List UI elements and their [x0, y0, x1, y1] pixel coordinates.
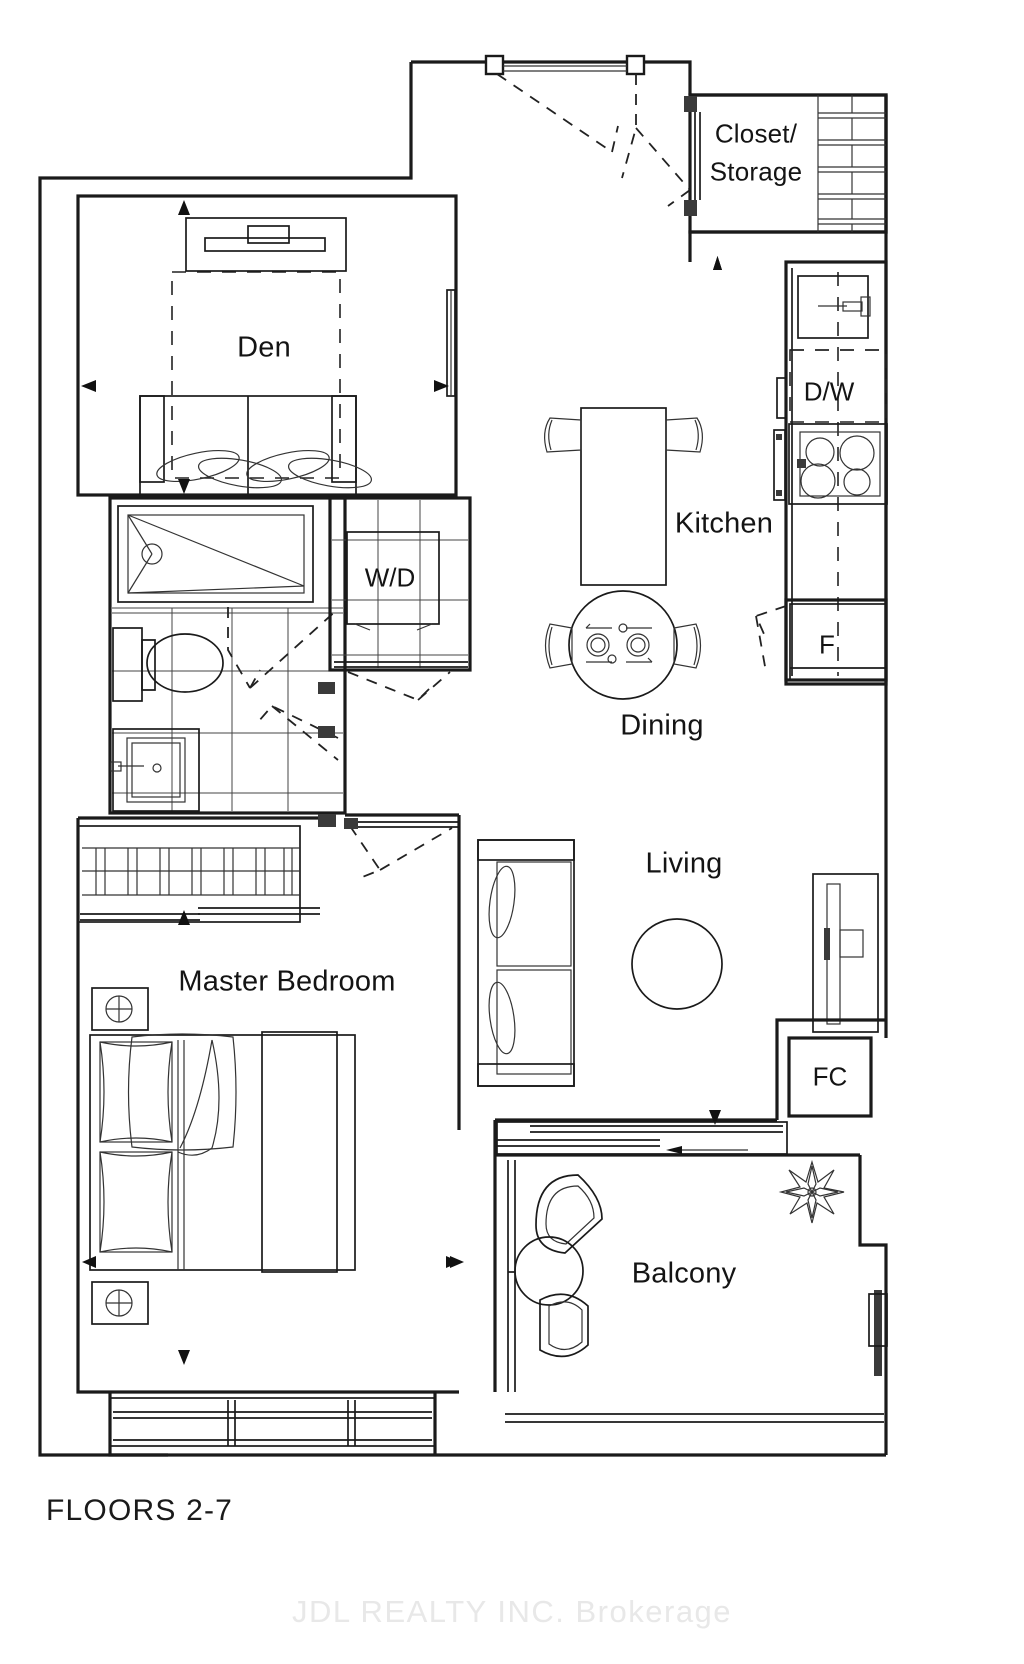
toilet [112, 627, 224, 702]
entry-hall [484, 54, 691, 207]
den-sofa [139, 395, 373, 497]
bathroom [108, 496, 347, 815]
bathroom-tile-floor [112, 607, 343, 811]
balcony-plant [778, 1159, 845, 1224]
laundry-closet [328, 496, 472, 702]
sofa [477, 839, 575, 1087]
bedroom-windows [109, 1397, 436, 1447]
closet-shelving [817, 95, 886, 232]
bedroom-closet [77, 825, 320, 923]
floors-caption: FLOORS 2-7 [46, 1494, 234, 1527]
exterior-walls [38, 60, 888, 1457]
balcony-sliding-door [496, 1121, 788, 1155]
round-dining-table [544, 590, 702, 700]
refrigerator [754, 598, 888, 686]
nightstand [91, 1281, 149, 1325]
nightstand [91, 987, 149, 1031]
brokerage-watermark: JDL REALTY INC. Brokerage [291, 1594, 733, 1629]
patio-chair [535, 1174, 603, 1254]
bathtub [117, 505, 314, 603]
den-window [446, 289, 456, 397]
media-console [812, 873, 879, 1033]
balcony [450, 1120, 888, 1457]
queen-bed [89, 1031, 356, 1273]
den-room [76, 194, 458, 497]
master-bedroom [76, 814, 470, 1457]
fan-coil-closet [787, 1036, 873, 1118]
vanity-sink [110, 728, 200, 812]
kitchen-island [544, 407, 703, 586]
closet-storage-room [684, 93, 888, 270]
patio-table [514, 1236, 584, 1306]
round-coffee-table [631, 918, 723, 1010]
cooktop-four-burner [773, 423, 888, 505]
kitchen-sink [797, 275, 871, 339]
den-desk [185, 217, 347, 272]
patio-chair [539, 1293, 589, 1358]
living-dining [345, 407, 888, 1130]
kitchen [713, 256, 888, 686]
